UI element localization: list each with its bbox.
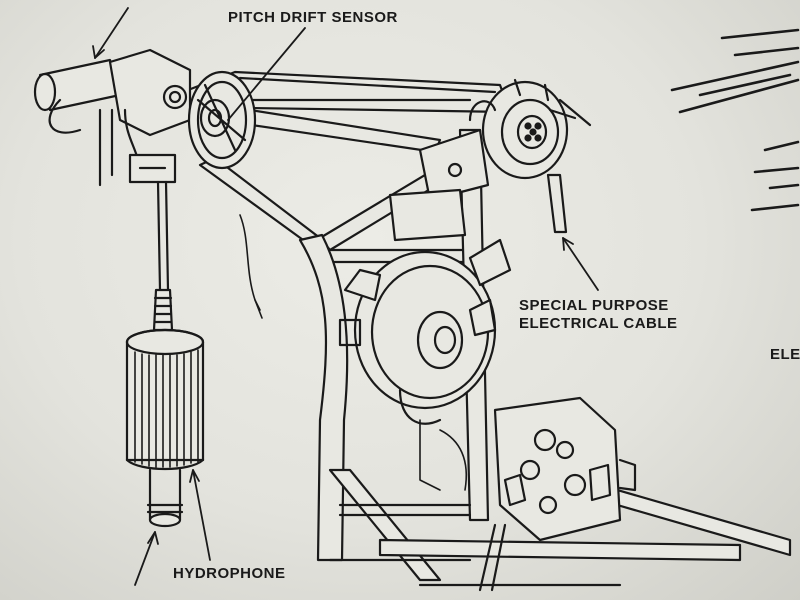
special-purpose-cable-label: SPECIAL PURPOSE ELECTRICAL CABLE: [519, 297, 678, 333]
cut-off-label: ELE: [770, 346, 800, 363]
hydrophone-label: HYDROPHONE: [173, 565, 286, 582]
loose-wires: [239, 214, 467, 491]
hydrophone-cable: [152, 180, 174, 332]
leader-lines: [92, 7, 599, 586]
motor-disc: [338, 238, 512, 425]
special-purpose-label-line2: ELECTRICAL CABLE: [519, 315, 678, 332]
pitch-drift-sensor-label: PITCH DRIFT SENSOR: [228, 9, 398, 26]
upper-mid-housing: [388, 128, 490, 242]
pitch-drift-pulley: [187, 70, 257, 170]
cable-reel: [468, 78, 592, 180]
special-purpose-cable: [546, 173, 568, 234]
hydrophone-cylinder: [125, 328, 205, 528]
pitch-assembly: [33, 48, 192, 187]
gearbox: [493, 396, 637, 542]
special-purpose-label-line1: SPECIAL PURPOSE: [519, 297, 669, 314]
partial-edge-strokes: [670, 28, 800, 212]
